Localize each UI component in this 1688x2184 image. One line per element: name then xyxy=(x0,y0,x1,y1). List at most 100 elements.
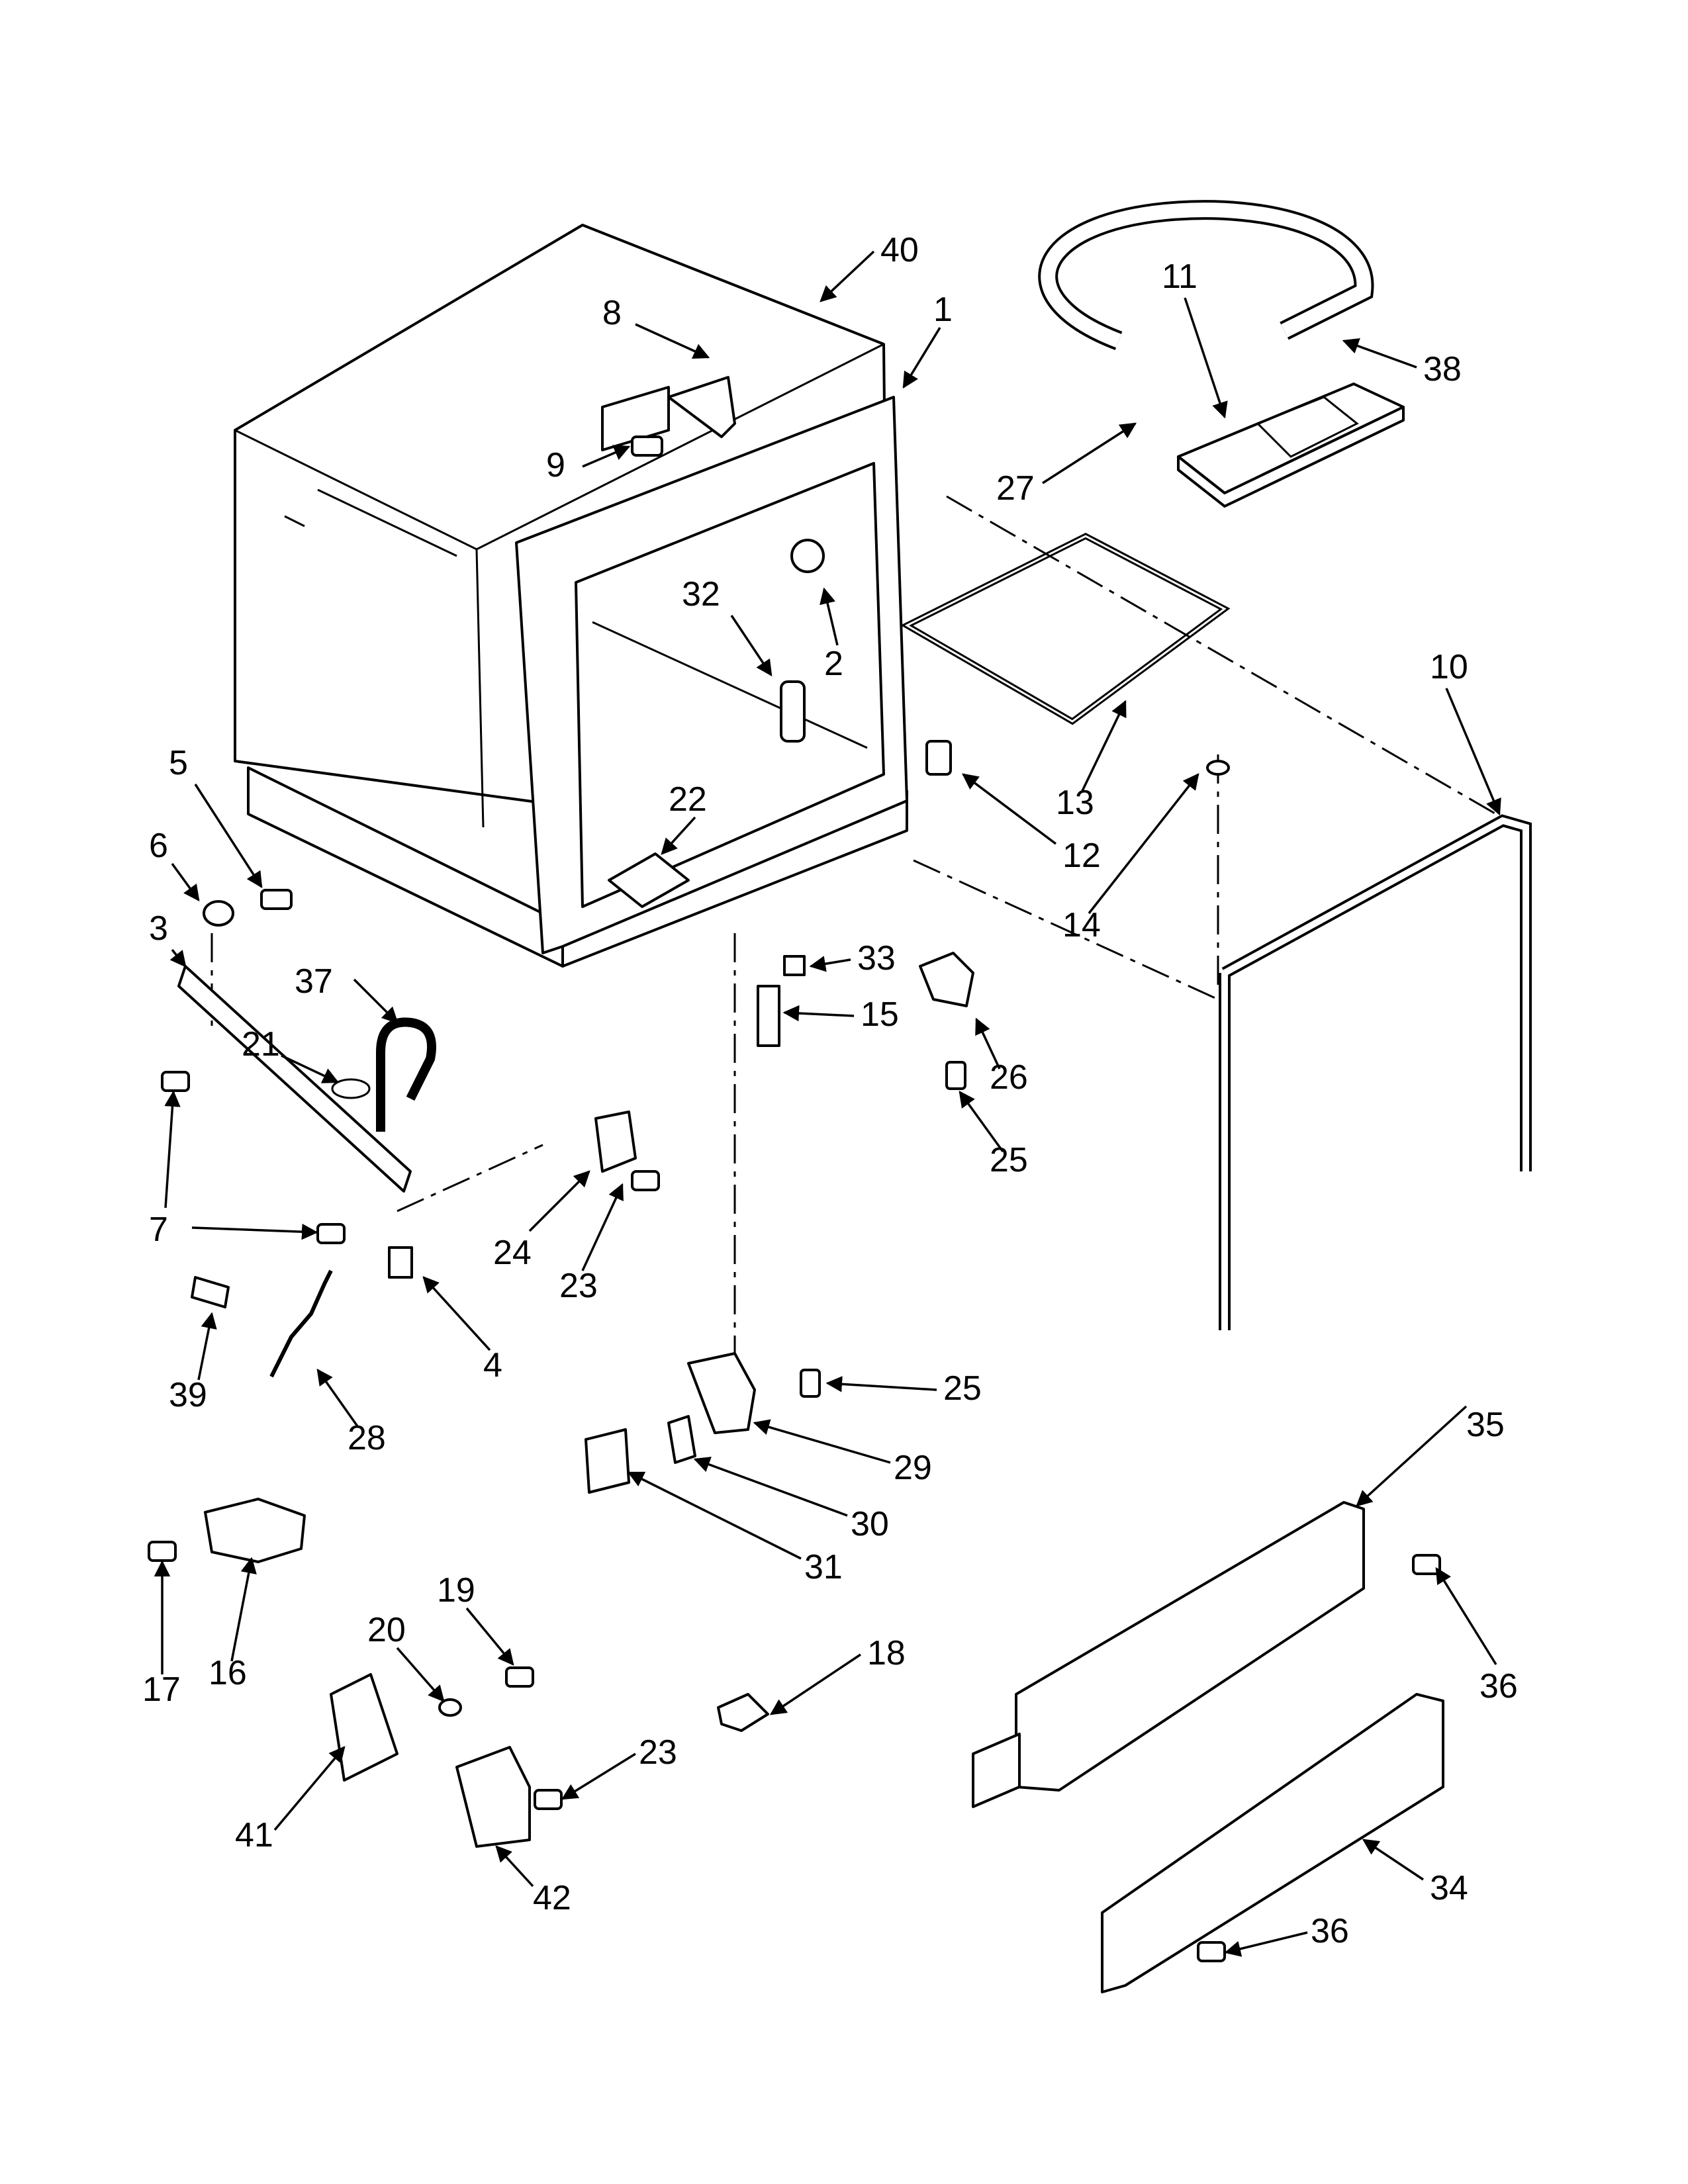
leader-line-41 xyxy=(561,1752,636,1800)
leader-line-16 xyxy=(1088,773,1199,915)
callout-38: 38 xyxy=(1423,350,1462,388)
leader-line-40 xyxy=(769,1653,861,1715)
callout-42: 42 xyxy=(533,1879,571,1917)
leader-line-44 xyxy=(1362,1839,1424,1881)
leader-line-8 xyxy=(820,587,839,646)
toe-panels xyxy=(972,1501,1444,1993)
callout-23b: 23 xyxy=(639,1733,677,1772)
callout-29: 29 xyxy=(894,1449,932,1487)
callout-22: 22 xyxy=(669,780,707,819)
drain-hose xyxy=(1038,200,1374,351)
callout-39: 39 xyxy=(169,1376,207,1414)
leader-line-20 xyxy=(782,1005,855,1022)
leader-line-3 xyxy=(582,445,631,468)
callout-12: 12 xyxy=(1062,837,1101,875)
callout-11: 11 xyxy=(1162,257,1197,296)
callout-6: 6 xyxy=(149,827,168,865)
callout-35: 35 xyxy=(1466,1406,1505,1444)
leader-line-6 xyxy=(1042,422,1137,484)
leader-line-23 xyxy=(164,1090,181,1208)
callout-5: 5 xyxy=(169,744,188,782)
callout-19: 19 xyxy=(437,1571,475,1610)
callout-24: 24 xyxy=(493,1234,532,1272)
callout-21: 21 xyxy=(242,1025,280,1064)
door-gasket-frame xyxy=(515,396,908,954)
leader-line-17 xyxy=(353,978,399,1024)
leader-line-24 xyxy=(191,1223,318,1240)
callout-41: 41 xyxy=(235,1816,273,1854)
callout-9: 9 xyxy=(546,446,565,484)
leader-line-21 xyxy=(975,1017,1001,1069)
assembly-lines xyxy=(211,495,1497,1403)
callout-17: 17 xyxy=(142,1670,181,1709)
callout-28: 28 xyxy=(348,1419,386,1457)
leader-line-31 xyxy=(1356,1405,1468,1507)
leader-line-27 xyxy=(422,1276,491,1351)
leader-line-38 xyxy=(465,1607,514,1666)
filter-grate xyxy=(1177,383,1405,508)
leader-line-39 xyxy=(396,1647,445,1702)
leader-line-10 xyxy=(194,784,263,889)
leader-line-11 xyxy=(171,862,200,901)
callout-32: 32 xyxy=(682,575,720,614)
leader-line-12 xyxy=(169,948,187,968)
leader-line-4 xyxy=(1184,297,1228,419)
leader-line-13 xyxy=(661,816,696,855)
callout-4: 4 xyxy=(483,1346,502,1385)
leader-line-19 xyxy=(809,956,851,972)
callout-13: 13 xyxy=(1056,784,1094,822)
leader-line-2 xyxy=(635,323,710,359)
callout-20: 20 xyxy=(367,1611,406,1649)
rack-wire-loop xyxy=(900,532,1231,725)
callout-26: 26 xyxy=(990,1058,1028,1097)
leader-line-28 xyxy=(197,1312,217,1381)
leader-line-45 xyxy=(1224,1931,1308,1957)
callout-25b: 25 xyxy=(943,1369,982,1408)
callout-36: 36 xyxy=(1479,1667,1518,1706)
leader-line-5 xyxy=(1342,338,1417,369)
leader-line-42 xyxy=(273,1746,346,1831)
leader-line-30 xyxy=(825,1376,937,1392)
leader-line-0 xyxy=(820,250,875,302)
leader-line-25 xyxy=(528,1170,590,1232)
leader-line-29 xyxy=(316,1368,359,1428)
callout-25: 25 xyxy=(990,1141,1028,1179)
callout-18: 18 xyxy=(867,1634,906,1672)
callout-36b: 36 xyxy=(1311,1912,1349,1950)
leader-line-34 xyxy=(627,1471,802,1560)
callout-27: 27 xyxy=(996,469,1035,508)
callout-1: 1 xyxy=(933,291,953,329)
callout-7: 7 xyxy=(149,1210,168,1249)
leader-line-22 xyxy=(959,1091,1004,1153)
leader-line-32 xyxy=(753,1419,891,1464)
leader-line-14 xyxy=(1081,700,1127,792)
callout-34: 34 xyxy=(1430,1869,1468,1907)
leader-line-7 xyxy=(730,615,773,677)
leader-line-18 xyxy=(281,1054,340,1083)
callout-10: 10 xyxy=(1430,648,1468,686)
leader-line-9 xyxy=(1445,688,1501,816)
callout-labels: 40 1 8 9 11 38 27 32 2 10 5 6 3 22 13 12… xyxy=(142,231,1518,1950)
callout-23: 23 xyxy=(559,1267,598,1305)
support-frame xyxy=(1219,814,1532,1330)
leader-line-35 xyxy=(1435,1567,1497,1665)
callout-37: 37 xyxy=(295,962,333,1001)
callout-40: 40 xyxy=(880,231,919,269)
callout-14: 14 xyxy=(1062,906,1101,944)
leader-line-33 xyxy=(693,1457,848,1517)
callout-31: 31 xyxy=(804,1548,843,1586)
leader-lines xyxy=(154,250,1501,1957)
callout-3: 3 xyxy=(149,909,168,948)
callout-33: 33 xyxy=(857,939,896,978)
callout-2: 2 xyxy=(824,645,843,683)
leader-line-43 xyxy=(495,1845,534,1888)
callout-15: 15 xyxy=(861,995,899,1034)
leader-line-1 xyxy=(902,327,941,389)
leader-line-37 xyxy=(230,1557,257,1662)
callout-16: 16 xyxy=(209,1654,247,1692)
leader-line-15 xyxy=(962,773,1057,845)
leader-line-26 xyxy=(581,1183,624,1271)
callout-8: 8 xyxy=(602,294,622,332)
callout-30: 30 xyxy=(851,1505,889,1543)
